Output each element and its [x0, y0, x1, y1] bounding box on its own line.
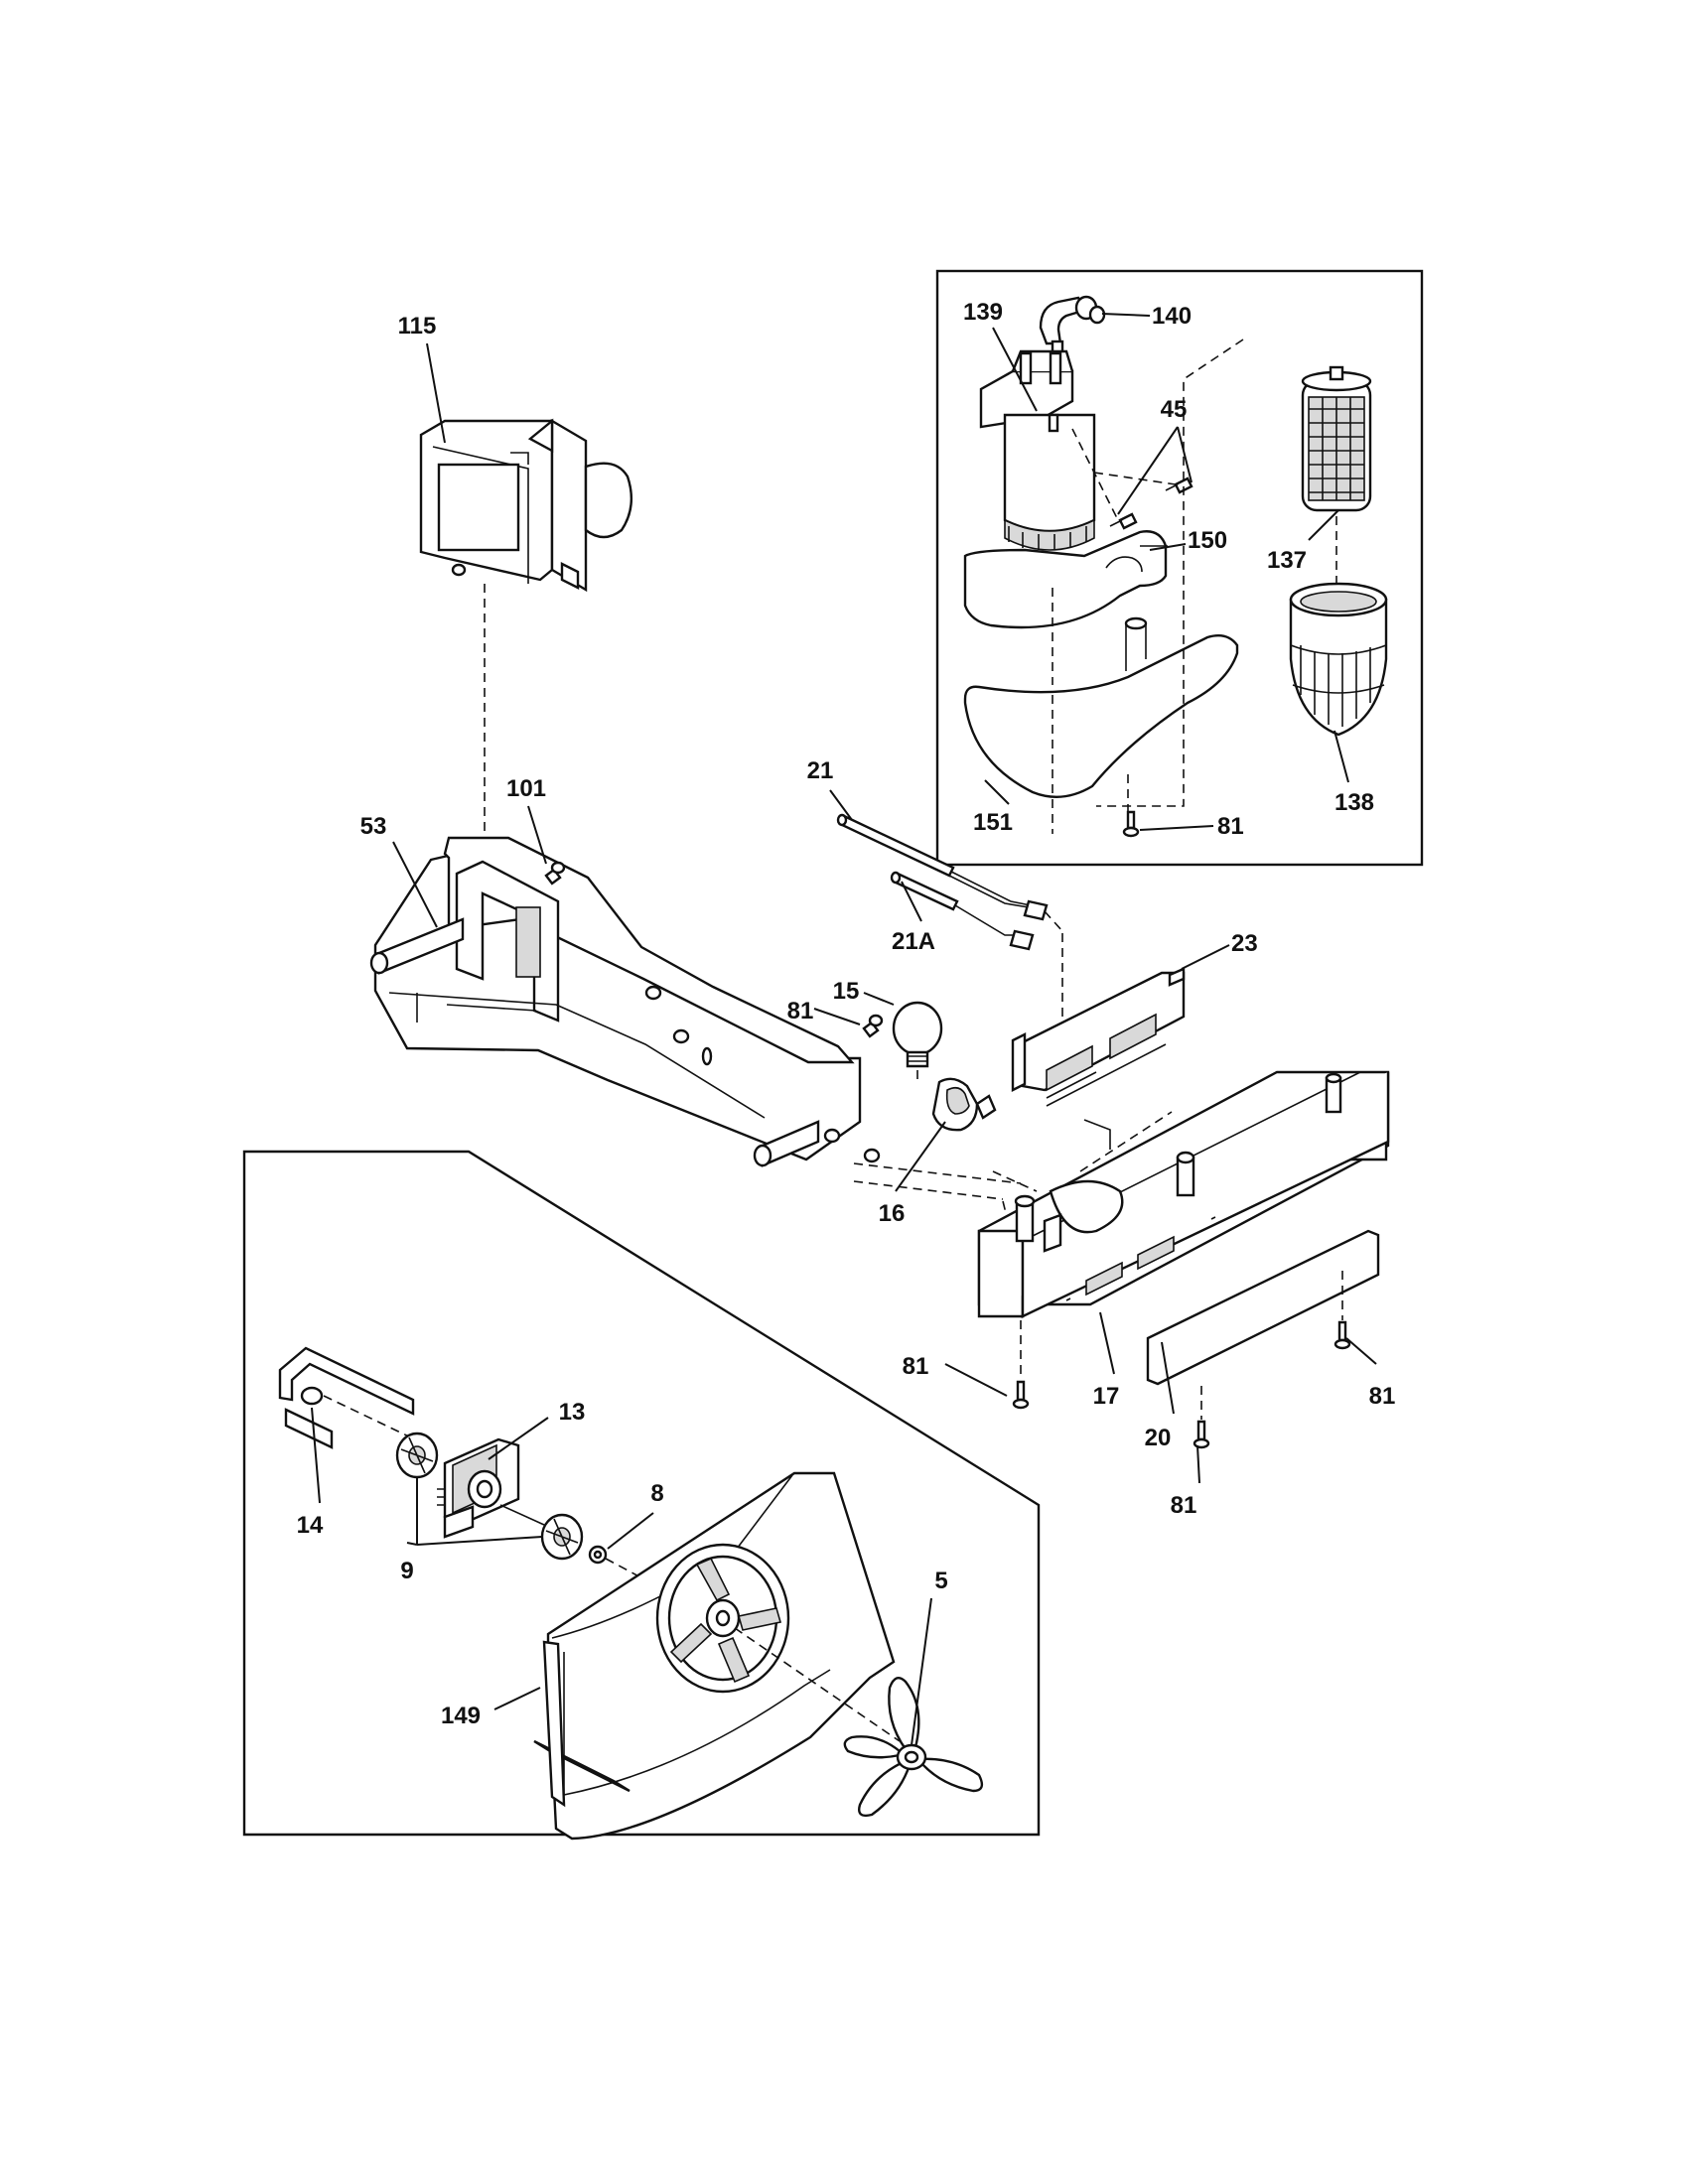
label-149: 149 [441, 1703, 481, 1729]
label-5: 5 [934, 1568, 947, 1594]
housing-bracket [369, 836, 881, 1167]
light-bulb [892, 1001, 943, 1068]
label-101: 101 [506, 775, 546, 802]
ice-maker [419, 418, 633, 593]
thermistor-wires [836, 813, 1063, 1044]
housing-screws [1012, 1271, 1351, 1449]
label-81-housing: 81 [903, 1353, 929, 1380]
trim-panel [1146, 1229, 1380, 1386]
filter-cartridge [1301, 365, 1372, 512]
label-140: 140 [1152, 303, 1192, 330]
filter-head-screws [1071, 428, 1193, 530]
label-21: 21 [807, 757, 834, 784]
inset-screw [1122, 810, 1140, 838]
label-14: 14 [297, 1512, 324, 1539]
bracket-screw-101 [544, 861, 566, 886]
filter-inset-frame [935, 269, 1424, 867]
filter-head [979, 349, 1096, 551]
part-labels: 115 139 140 45 150 137 138 151 81 21 101… [297, 299, 1396, 1729]
label-17: 17 [1093, 1383, 1120, 1410]
fan-bracket [278, 1346, 416, 1449]
label-81-right: 81 [1369, 1383, 1396, 1410]
leader-lines [311, 313, 1377, 1746]
filter-inset-guide [1096, 339, 1244, 807]
fan-inset-frame [242, 1150, 1041, 1837]
fan-motor [437, 1437, 520, 1539]
label-151: 151 [973, 809, 1013, 836]
label-13: 13 [559, 1399, 586, 1426]
label-45: 45 [1161, 396, 1188, 423]
control-board [1011, 967, 1186, 1150]
label-81-bracket: 81 [787, 998, 814, 1024]
label-138: 138 [1334, 789, 1374, 816]
bracket-screw-81 [862, 1014, 884, 1038]
lamp-socket [931, 1077, 997, 1132]
label-8: 8 [650, 1480, 663, 1507]
label-21A: 21A [892, 928, 935, 955]
label-115: 115 [398, 313, 437, 340]
label-81-inset: 81 [1217, 813, 1244, 840]
label-139: 139 [963, 299, 1003, 326]
label-150: 150 [1188, 527, 1227, 554]
label-23: 23 [1231, 930, 1258, 957]
label-9: 9 [400, 1558, 413, 1584]
lower-filter-cover [963, 616, 1239, 798]
label-20: 20 [1145, 1425, 1172, 1451]
dispenser-housing [977, 1070, 1390, 1318]
label-53: 53 [360, 813, 387, 840]
upper-filter-cover [963, 530, 1168, 629]
label-16: 16 [879, 1200, 906, 1227]
fan-blade [734, 1627, 984, 1818]
label-81-bottom: 81 [1171, 1492, 1197, 1519]
label-137: 137 [1267, 547, 1307, 574]
filter-bowl [1289, 582, 1388, 737]
label-15: 15 [833, 978, 860, 1005]
fan-shroud [533, 1471, 896, 1841]
